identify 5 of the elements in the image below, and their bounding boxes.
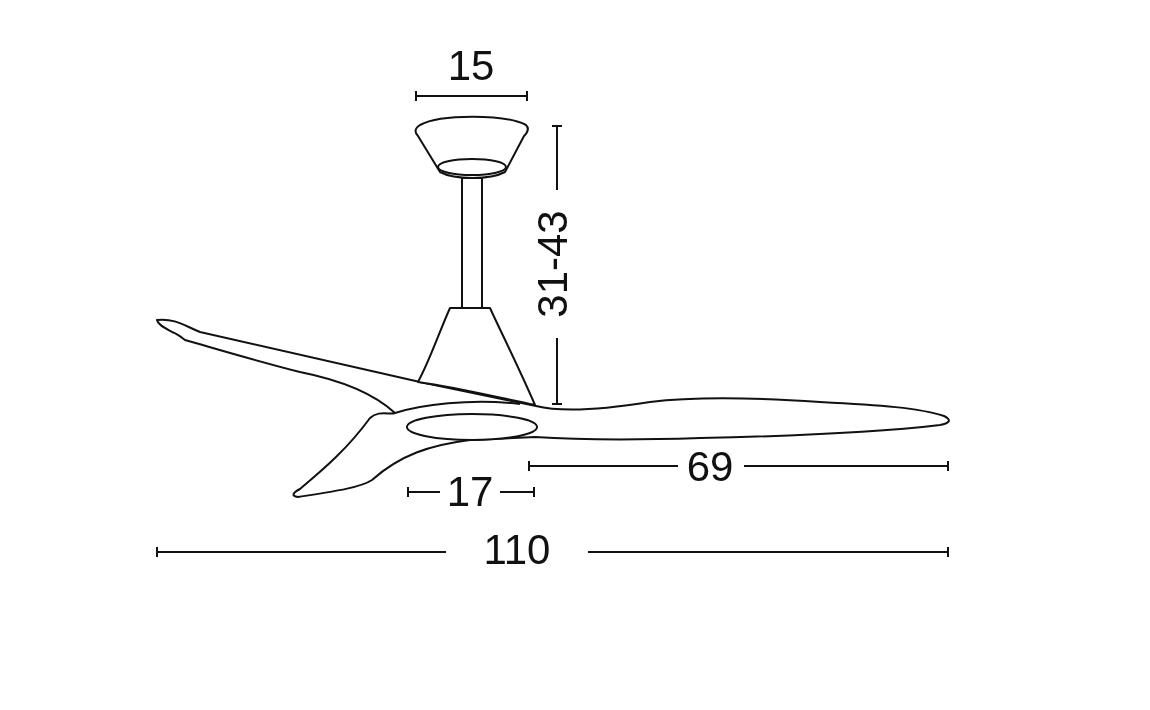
dimension-label: 17: [446, 471, 494, 513]
dimension-label: 110: [483, 529, 551, 571]
dimension-label: 15: [447, 45, 495, 87]
dimension-label: 69: [686, 446, 734, 488]
dimension-label: 31-43: [532, 210, 574, 318]
